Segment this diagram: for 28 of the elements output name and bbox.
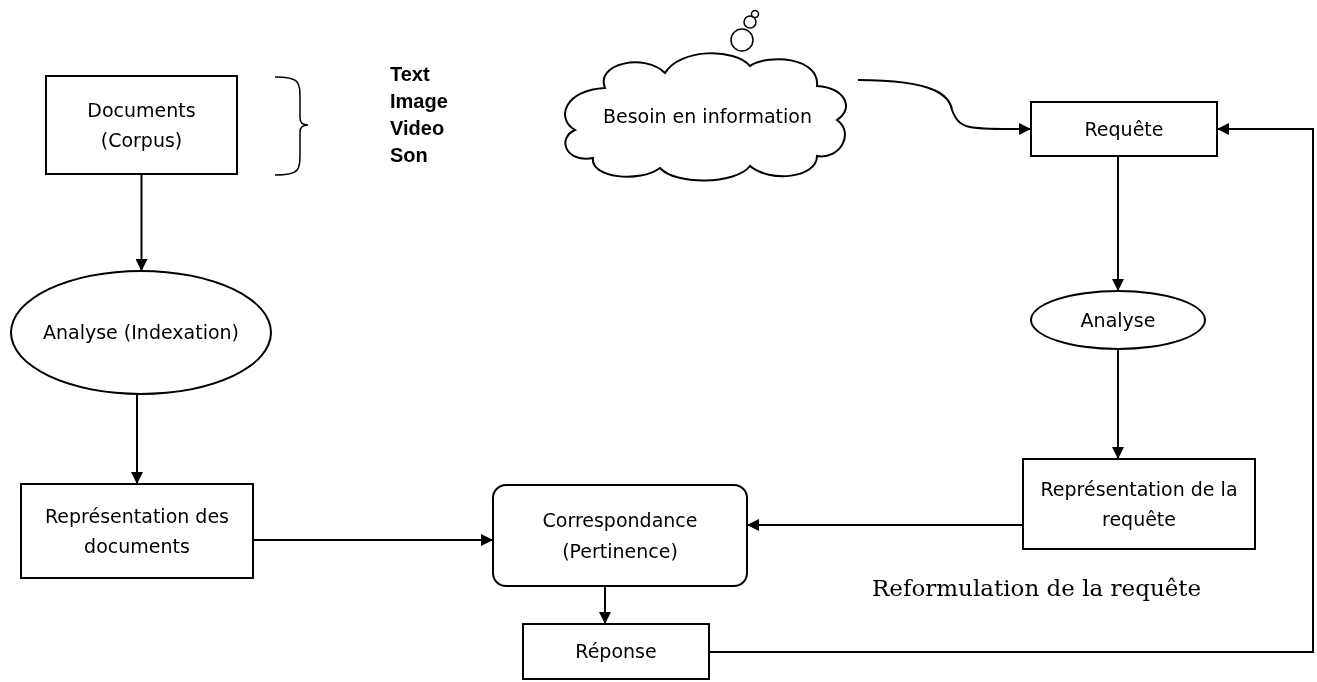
arrow: [747, 519, 1023, 531]
node-label: Requête: [1084, 116, 1164, 142]
node-label: Analyse: [1080, 307, 1156, 333]
media-type-label: Video: [390, 118, 445, 138]
node-label: Correspondance (Pertinence): [541, 508, 699, 564]
process-box: [45, 75, 238, 175]
media-type-label: Image: [390, 91, 448, 111]
node-label: Représentation des documents: [44, 503, 230, 559]
arrow: [599, 586, 611, 624]
node-label: Réponse: [575, 639, 657, 665]
node-label: Besoin en information: [602, 104, 812, 130]
arrow: [1112, 349, 1124, 459]
node-label: Représentation de la requête: [1039, 476, 1239, 532]
node-label: Analyse (Indexation): [43, 320, 239, 346]
process-box: [20, 483, 254, 579]
arrow: [253, 534, 493, 546]
process-box: [522, 623, 710, 680]
rounded-process-box: [492, 484, 748, 587]
arrow: [1112, 156, 1124, 291]
process-box: [1030, 101, 1218, 157]
arrow: [857, 79, 1031, 135]
arrow: [135, 174, 148, 271]
media-type-label: Son: [390, 145, 428, 165]
arrow: [131, 394, 143, 484]
media-type-label: Text: [390, 64, 430, 84]
arrow: [709, 123, 1314, 653]
process-box: [1022, 458, 1256, 550]
node-label: Documents (Corpus): [86, 97, 197, 153]
